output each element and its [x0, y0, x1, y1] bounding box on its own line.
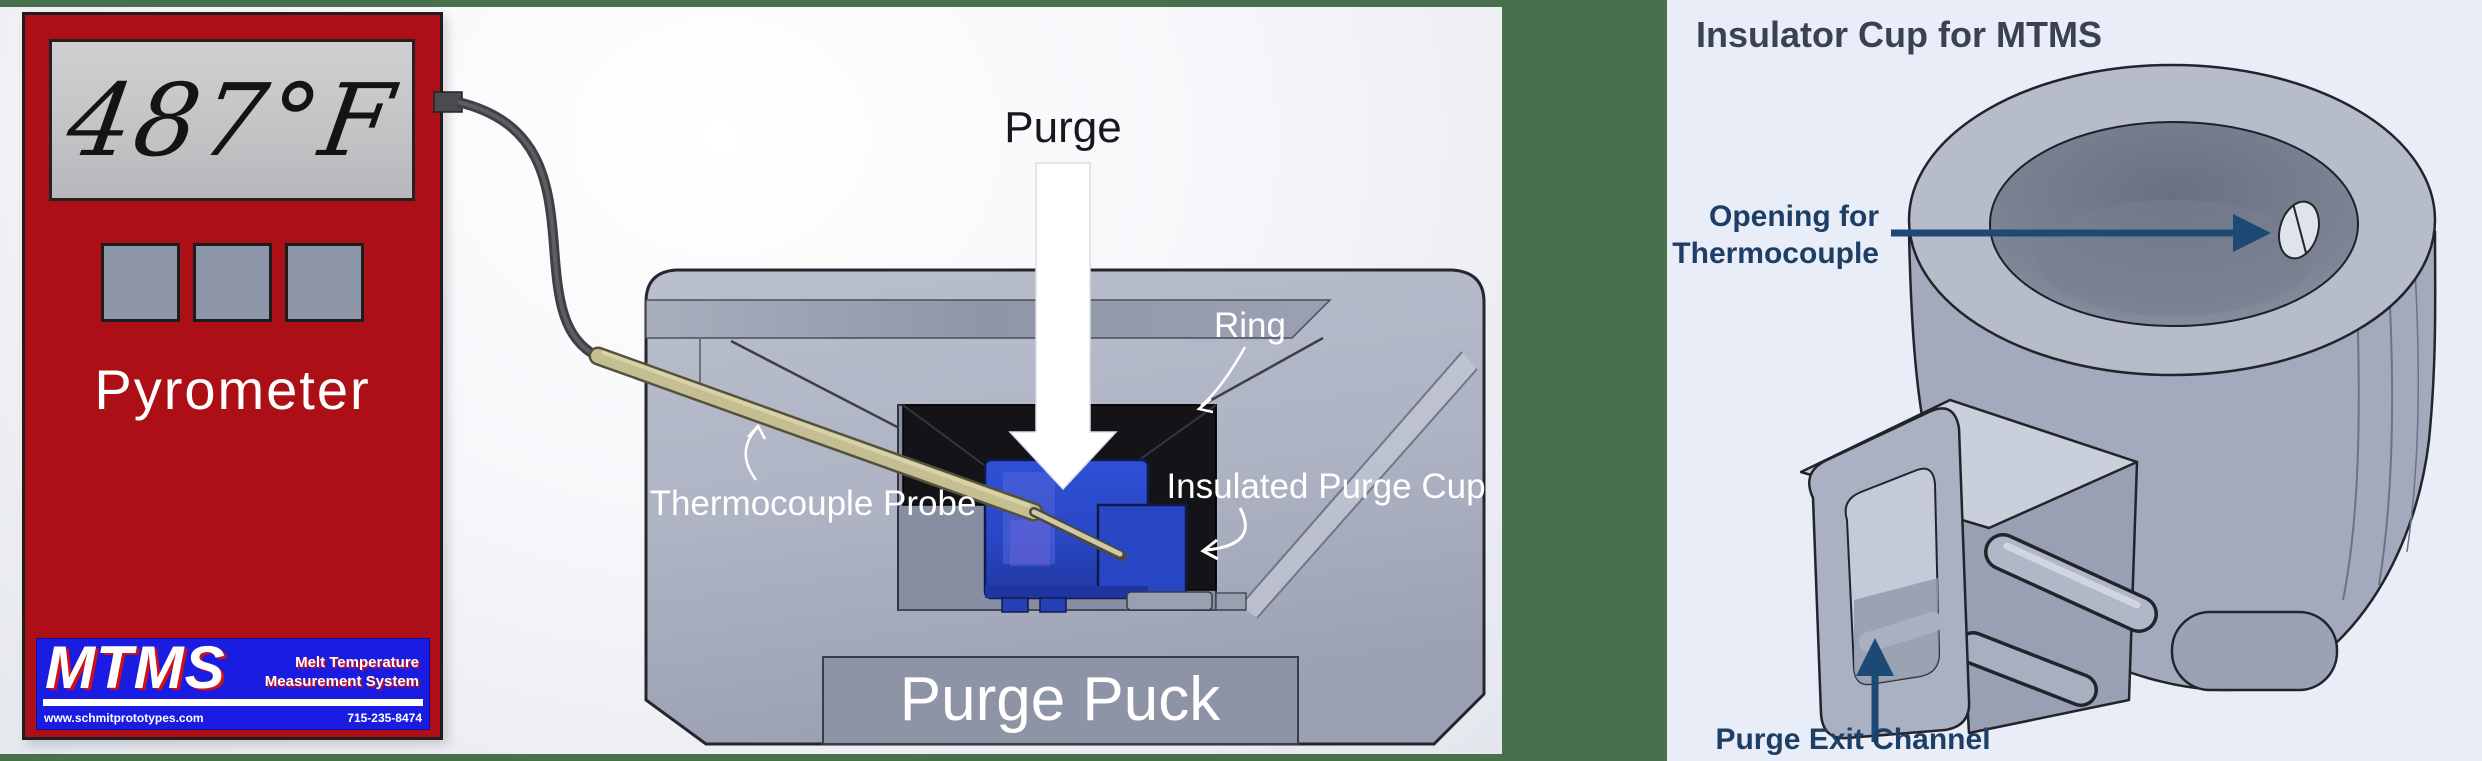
ring-leader-arrow	[1196, 346, 1247, 414]
pyrometer-button-3[interactable]	[285, 243, 364, 322]
mtms-tagline-line1: Melt Temperature	[295, 654, 419, 671]
pyrometer-lcd-display: 487°F	[49, 39, 415, 201]
green-divider-band	[1502, 0, 1667, 761]
mtms-tagline: Melt Temperature Measurement System	[265, 653, 419, 691]
purge-exit-tube	[1799, 398, 2158, 740]
opening-label-line1: Opening for	[1709, 200, 1879, 233]
purge-label: Purge	[1004, 103, 1121, 152]
thermocouple-opening	[2278, 200, 2320, 260]
top-green-strip	[0, 0, 1502, 7]
thermocouple-probe-label: Thermocouple Probe	[650, 484, 977, 523]
purge-puck-label: Purge Puck	[900, 665, 1222, 734]
bottom-green-strip	[0, 754, 1502, 761]
insulator-cup-figure: Insulator Cup for MTMS Opening for Therm…	[1672, 14, 2437, 756]
mtms-divider-bar	[43, 699, 423, 706]
pyrometer-button-2[interactable]	[193, 243, 272, 322]
purge-puck-plate: Purge Puck	[822, 656, 1299, 745]
mtms-acronym: MTMS	[45, 634, 226, 701]
ring-label: Ring	[1214, 306, 1286, 345]
mtms-phone: 715-235-8474	[347, 711, 422, 725]
pyrometer-button-row	[25, 243, 440, 322]
insulated-cup-leader-arrow	[1200, 507, 1247, 561]
pyrometer-device: 487°F Pyrometer MTMS Melt Temperature Me…	[22, 12, 443, 740]
purge-exit-arrow-icon	[1856, 638, 1894, 742]
mtms-logo-banner: MTMS Melt Temperature Measurement System…	[36, 634, 430, 730]
pyrometer-button-1[interactable]	[101, 243, 180, 322]
insulator-title: Insulator Cup for MTMS	[1696, 14, 2102, 55]
purge-puck-cross-section: Purge Puck Purge Ring Thermocouple Probe…	[433, 91, 1486, 746]
mtms-tagline-line2: Measurement System	[264, 673, 419, 690]
opening-arrow-icon	[1891, 214, 2271, 252]
thermocouple-probe-part	[588, 346, 1127, 561]
insulated-purge-cup-label: Insulated Purge Cup	[1166, 467, 1485, 506]
pyrometer-label: Pyrometer	[94, 358, 371, 421]
mtms-website: www.schmitprototypes.com	[44, 711, 204, 725]
purge-exit-label: Purge Exit Channel	[1715, 723, 1990, 756]
thermocouple-leader-arrow	[744, 423, 767, 481]
purge-arrow-icon	[1008, 162, 1118, 491]
thermocouple-cable	[433, 91, 601, 362]
opening-label-line2: Thermocouple	[1672, 237, 1879, 270]
